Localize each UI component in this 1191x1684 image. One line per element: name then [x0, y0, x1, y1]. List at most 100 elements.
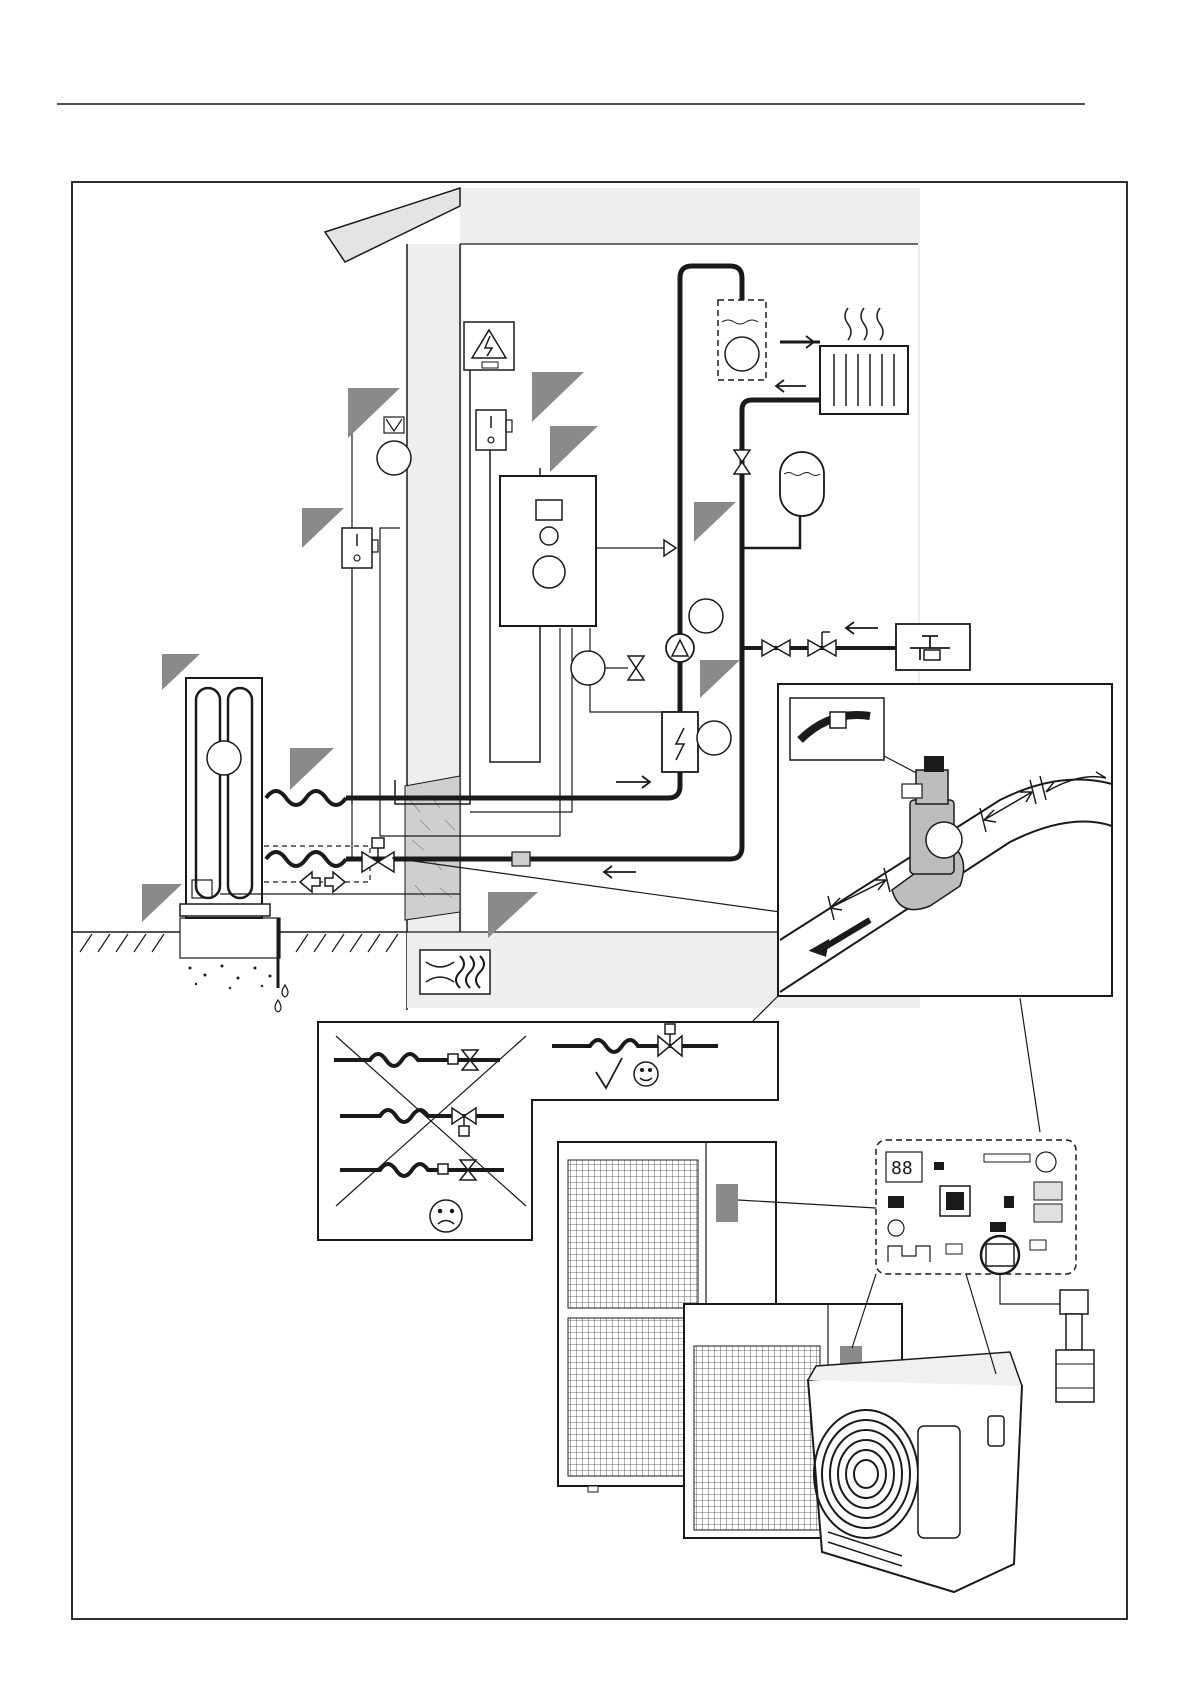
detail-panel-pipe-sensor-part	[902, 784, 922, 798]
water-drop-icon	[275, 1000, 281, 1012]
callout-marker	[302, 508, 344, 548]
insulation-symbol-icon	[420, 950, 490, 994]
ground-part	[189, 965, 272, 990]
installation-diagram-part	[1000, 1274, 1062, 1304]
buffer-tank-part	[725, 337, 759, 371]
water-drop-icon	[282, 985, 288, 997]
isolator-switch-icon	[342, 528, 378, 568]
outdoor-unit-compact-part	[918, 1426, 960, 1538]
detail-panel-pipe-sensor-part	[924, 756, 944, 772]
numbered-circle	[689, 599, 723, 633]
water-tap-icon-part	[896, 624, 970, 670]
ground-part-part	[195, 983, 197, 985]
pcb-board-icon-part	[888, 1196, 904, 1208]
numbered-circle	[697, 721, 731, 755]
fan-icon	[207, 741, 241, 775]
ground-part-part	[269, 975, 272, 978]
outdoor-unit-medium-part	[694, 1346, 820, 1530]
filter-icon	[512, 852, 530, 866]
sensor-icon-part	[377, 441, 411, 475]
lightning-warning-icon	[464, 322, 514, 370]
outdoor-unit-large-part	[588, 1486, 598, 1492]
circulation-pump-icon-part	[666, 634, 694, 662]
outdoor-unit-compact-part	[808, 1366, 1022, 1592]
pcb-board-icon-part	[1034, 1182, 1062, 1200]
valve-icon-part	[378, 852, 394, 872]
outdoor-unit-large-part	[568, 1160, 698, 1308]
lightning-warning-icon	[662, 712, 698, 772]
sensor-icon	[377, 417, 411, 475]
ground-part-part	[189, 967, 192, 970]
flow-switch-part	[1056, 1350, 1094, 1402]
bidirectional-arrows-part	[300, 872, 320, 892]
pcb-board-icon-part	[986, 1244, 1014, 1266]
outdoor-unit-compact	[808, 1352, 1022, 1592]
radiator-icon-part	[820, 346, 908, 414]
outdoor-unit-large-part	[716, 1184, 738, 1222]
wrong-example-part	[438, 1164, 448, 1174]
ground-part-part	[229, 987, 231, 989]
water-tap-icon	[896, 624, 970, 670]
ground-part-part	[314, 934, 326, 952]
pcb-board-icon-part	[1034, 1204, 1062, 1222]
pcb-board-icon-part	[934, 1162, 944, 1170]
control-unit	[500, 476, 596, 626]
piping-part	[266, 791, 346, 805]
isolator-switch-icon	[476, 410, 512, 450]
ground-part-part	[221, 965, 224, 968]
outdoor-unit-side-part	[180, 904, 270, 916]
isolator-switch-icon-part	[372, 540, 378, 552]
ground-part-part	[261, 985, 263, 987]
pcb-board-icon-part: 88	[891, 1158, 913, 1179]
radiator-icon	[820, 346, 908, 414]
correct-example-part	[665, 1024, 675, 1034]
ground-part-part	[116, 934, 128, 952]
outdoor-unit-compact-part	[988, 1416, 1004, 1446]
ground-part-part	[386, 934, 398, 952]
ground-part-part	[98, 934, 110, 952]
numbered-circle	[571, 651, 605, 685]
outdoor-unit-large-part	[568, 1318, 698, 1476]
expansion-vessel-icon-part	[780, 452, 824, 516]
flow-switch	[1056, 1290, 1094, 1402]
flow-switch-part	[1060, 1290, 1088, 1314]
flow-switch-part	[1066, 1314, 1082, 1350]
wrong-example-part	[448, 1054, 458, 1064]
ground-part-part	[204, 974, 207, 977]
detail-panel-pipe-sensor-part	[790, 698, 884, 760]
buffer-tank	[718, 300, 766, 380]
outdoor-unit-side	[180, 678, 270, 918]
callout-marker	[142, 884, 182, 922]
pcb-board-icon-part	[990, 1222, 1006, 1232]
expansion-vessel-icon	[780, 452, 824, 516]
bidirectional-arrows-part	[325, 872, 345, 892]
lightning-warning-icon-part	[662, 712, 698, 772]
ground	[72, 918, 407, 1012]
detail-panel-pipe-sensor-part	[830, 712, 846, 728]
control-unit-part	[500, 476, 596, 626]
ground-part-part	[134, 934, 146, 952]
pcb-board-icon: 88	[876, 1140, 1076, 1274]
circulation-pump-icon	[666, 634, 694, 662]
ground-part-part	[254, 967, 257, 970]
valve-icon	[362, 838, 394, 872]
ground-part-part	[80, 934, 92, 952]
valve-icon-part	[372, 838, 384, 848]
piping-part	[266, 852, 346, 866]
ground-part-part	[296, 934, 308, 952]
pcb-board-icon-part	[946, 1192, 964, 1210]
ground-part	[180, 918, 280, 958]
frown-face-part	[439, 1210, 442, 1213]
callout-marker	[290, 748, 334, 790]
detail-panel-pipe-sensor	[778, 684, 1112, 996]
outdoor-unit-side-part	[186, 678, 262, 918]
installation-diagram-part	[1020, 998, 1040, 1132]
ground-part-part	[237, 977, 240, 980]
wrong-example-part	[459, 1126, 469, 1136]
ground-part-part	[368, 934, 380, 952]
ground-part-part	[350, 934, 362, 952]
ground-part-part	[152, 934, 164, 952]
smile-face-part	[641, 1069, 644, 1072]
